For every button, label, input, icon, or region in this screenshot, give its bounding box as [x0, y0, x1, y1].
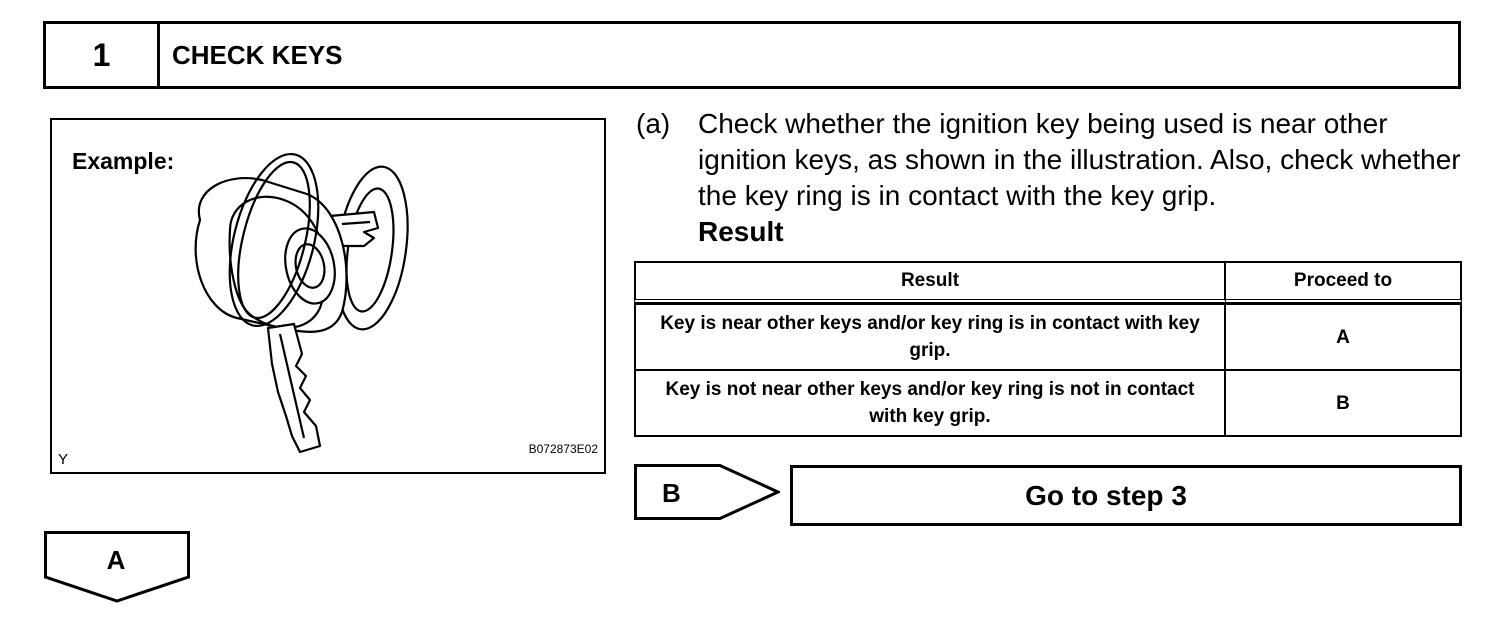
branch-b-arrow: B	[634, 464, 782, 520]
example-label: Example:	[72, 148, 175, 174]
step-header: 1 CHECK KEYS	[43, 21, 1461, 89]
branch-a-label: A	[106, 545, 126, 575]
branch-b-label: B	[662, 478, 681, 508]
header-result: Result	[634, 261, 1226, 303]
illustration-code: B072873E02	[528, 442, 598, 456]
key-illustration: Example: Y B072873E02	[50, 118, 606, 474]
result-cell: Key is near other keys and/or key ring i…	[634, 303, 1226, 371]
instruction-label: (a)	[636, 108, 671, 139]
step-number: 1	[46, 24, 160, 86]
table-row: Key is near other keys and/or key ring i…	[634, 303, 1462, 371]
proceed-cell: A	[1226, 303, 1462, 371]
step-title: CHECK KEYS	[172, 39, 343, 70]
table-row: Key is not near other keys and/or key ri…	[634, 371, 1462, 437]
down-arrow-shape	[44, 531, 190, 603]
corner-letter: Y	[58, 451, 69, 468]
right-arrow-shape	[634, 464, 782, 520]
header-proceed-to: Proceed to	[1226, 261, 1462, 303]
result-table: Result Proceed to Key is near other keys…	[634, 261, 1462, 437]
go-to-step-box: Go to step 3	[790, 465, 1462, 526]
table-header-row: Result Proceed to	[634, 261, 1462, 303]
proceed-cell: B	[1226, 371, 1462, 437]
branch-a-arrow: A	[44, 531, 190, 603]
keys-drawing	[194, 152, 409, 454]
go-to-step-text: Go to step 3	[1025, 479, 1187, 511]
result-cell: Key is not near other keys and/or key ri…	[634, 371, 1226, 437]
result-heading: Result	[698, 216, 784, 247]
instruction-text: Check whether the ignition key being use…	[698, 108, 1461, 211]
